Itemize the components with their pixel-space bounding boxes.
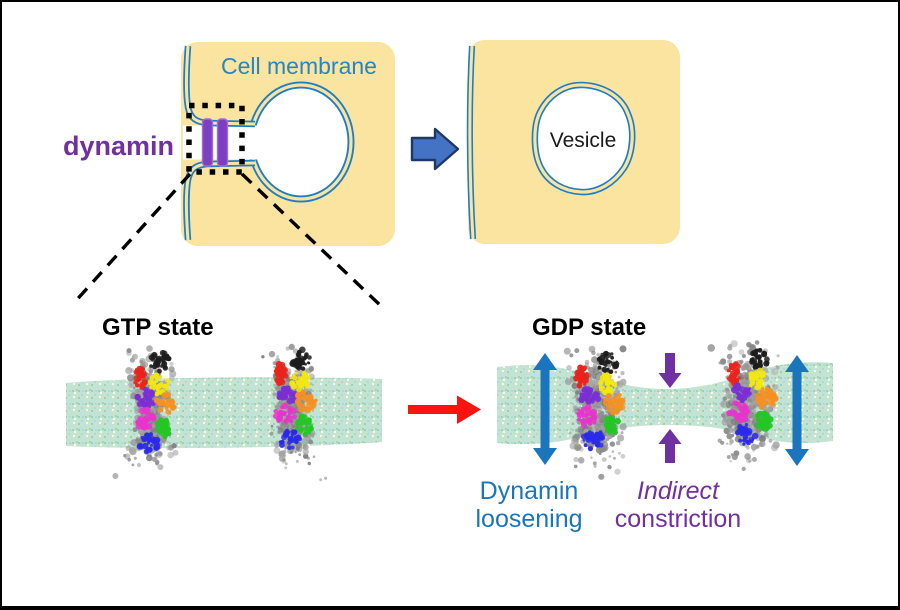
double-headed-arrow-icon-right xyxy=(785,355,809,466)
dynamin-loosening-label-line1: Dynamin xyxy=(480,477,579,505)
zoom-connector-line-left xyxy=(71,172,192,306)
membrane-edge-line-upper xyxy=(183,45,256,128)
block-arrow-right-icon xyxy=(410,127,460,171)
dynamin-label: dynamin xyxy=(63,131,174,161)
membrane-edge-line-lower xyxy=(183,159,256,241)
constriction-arrow-down-icon xyxy=(658,353,682,388)
dynamin-loosening-label-line2: loosening xyxy=(475,505,582,533)
double-headed-arrow-icon-left xyxy=(533,353,557,465)
cell-membrane-panel-before: Cell membrane xyxy=(181,42,395,246)
indirect-constriction-label-line1: Indirect xyxy=(637,477,720,505)
zoom-connector-line-right xyxy=(240,172,382,307)
dynamin-bars xyxy=(201,118,229,167)
vesicle-bud xyxy=(247,81,355,203)
vesicle-label: Vesicle xyxy=(550,129,617,152)
vesicle-circle xyxy=(531,81,636,196)
membrane-edge-line xyxy=(466,45,477,240)
dynamin-protein-renders xyxy=(112,343,328,482)
gtp-state-panel: GTP state xyxy=(66,314,382,482)
gdp-state-label: GDP state xyxy=(532,314,646,341)
lipid-membrane-tube xyxy=(66,377,382,449)
dynamin-protein-renders xyxy=(563,340,780,480)
indirect-constriction-label-line2: constriction xyxy=(615,505,741,533)
gdp-state-panel: GDP state Dynamin loosening Indirect con… xyxy=(475,314,833,533)
constriction-arrow-up-icon xyxy=(658,429,682,463)
red-arrow-right-icon xyxy=(408,395,481,424)
cell-membrane-label: Cell membrane xyxy=(221,53,377,79)
gtp-state-label: GTP state xyxy=(102,314,214,341)
cell-membrane-panel-after: Vesicle xyxy=(466,40,680,244)
